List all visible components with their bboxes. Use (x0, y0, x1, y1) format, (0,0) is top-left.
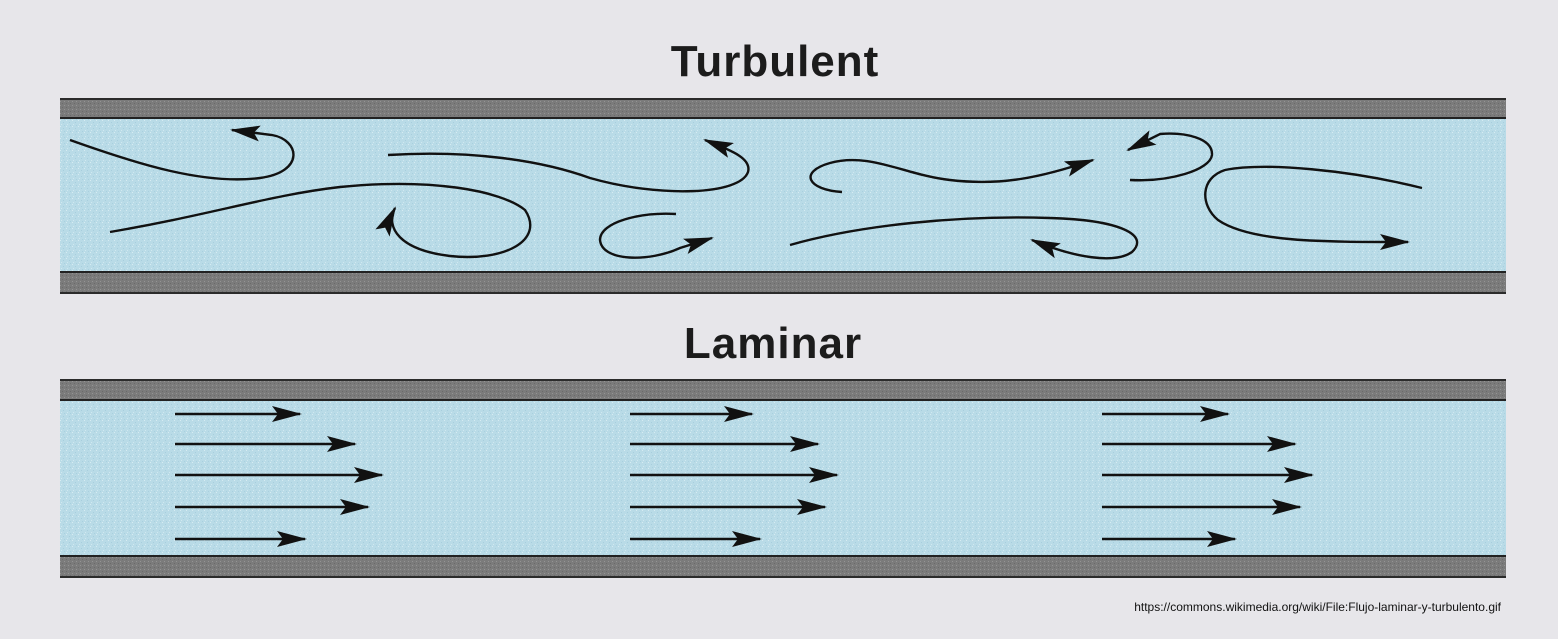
curved-arrow-icon (809, 158, 1095, 194)
turbulent-fluid (60, 118, 1506, 272)
curved-arrow-icon (387, 138, 750, 193)
curved-arrow-icon (69, 125, 295, 181)
laminar-fluid (60, 400, 1506, 556)
turbulent-title: Turbulent (670, 37, 880, 86)
curved-arrow-icon (598, 212, 714, 259)
laminar-top-wall (60, 381, 1506, 400)
curved-arrow-icon (109, 182, 532, 259)
source-link[interactable]: https://commons.wikimedia.org/wiki/File:… (1134, 600, 1501, 614)
curved-arrow-icon (789, 216, 1139, 260)
turbulent-pipe (60, 98, 1506, 294)
laminar-profile-2 (630, 406, 839, 547)
curved-arrow-icon (1204, 165, 1423, 250)
laminar-bottom-wall (60, 556, 1506, 576)
turbulent-top-wall (60, 100, 1506, 118)
turbulent-eddies (69, 125, 1423, 260)
laminar-profile-3 (1102, 406, 1314, 547)
laminar-profile-1 (175, 406, 384, 547)
laminar-pipe (60, 379, 1506, 578)
laminar-title: Laminar (683, 319, 863, 368)
turbulent-bottom-wall (60, 272, 1506, 292)
curved-arrow-icon (1126, 130, 1214, 182)
